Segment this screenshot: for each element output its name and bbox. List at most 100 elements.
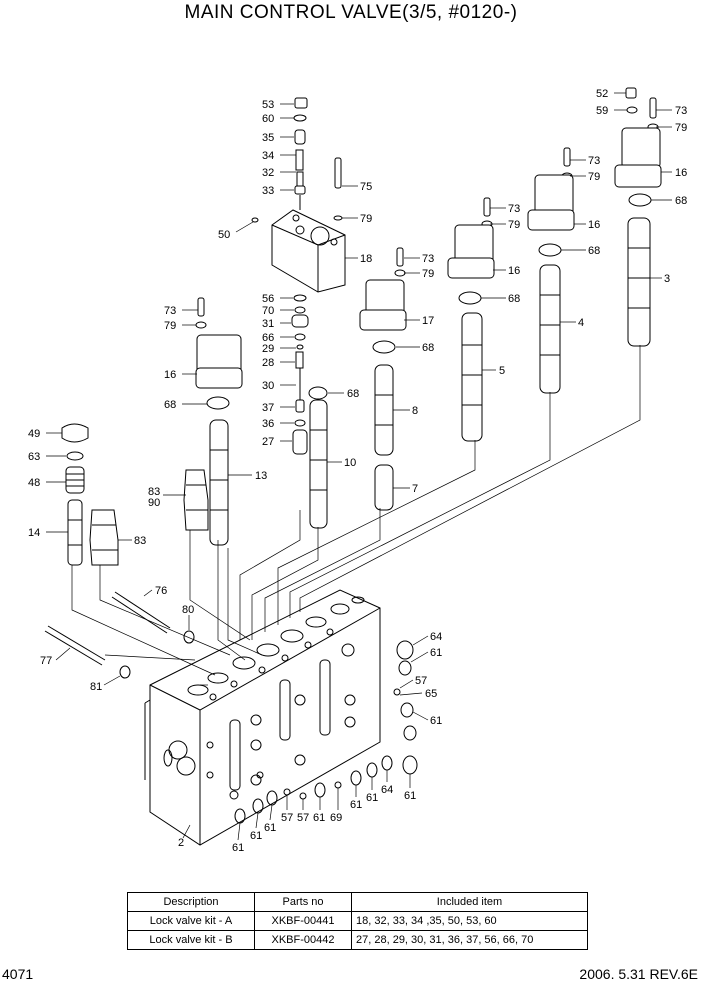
callout: 50 [218,229,230,241]
page-title: MAIN CONTROL VALVE(3/5, #0120-) [184,2,518,23]
callout: 61 [313,812,325,824]
callout: 57 [297,812,309,824]
callout: 83 [134,535,146,547]
callout: 8 [412,405,418,417]
callout: 16 [508,265,520,277]
callout: 36 [262,418,274,430]
callout: 61 [404,790,416,802]
callout: 61 [250,830,262,842]
callout: 7 [412,483,418,495]
callout: 61 [264,822,276,834]
table-row: Lock valve kit - A XKBF-00441 18, 32, 33… [127,911,588,931]
column-header: Included item [351,892,588,912]
callout: 35 [262,132,274,144]
table-cell: XKBF-00442 [254,930,352,950]
callout: 66 [262,332,274,344]
spool-4-assembly [527,147,575,394]
callout: 32 [262,167,274,179]
table-cell: Lock valve kit - A [127,911,255,931]
callout: 90 [148,497,160,509]
callout: 16 [164,369,176,381]
callout: 68 [508,293,520,305]
callout: 64 [381,784,393,796]
callout: 56 [262,293,274,305]
callout: 61 [430,715,442,727]
callout: 73 [588,155,600,167]
callout: 33 [262,185,274,197]
callout: 79 [675,122,687,134]
callout: 81 [90,681,102,693]
callout: 30 [262,380,274,392]
callout: 14 [28,527,40,539]
callout: 61 [366,792,378,804]
callout: 79 [164,320,176,332]
callout: 73 [508,203,520,215]
table-row: Lock valve kit - B XKBF-00442 27, 28, 29… [127,930,588,950]
spool-13-assembly [183,297,243,546]
spool-5-assembly [447,197,495,442]
callout: 29 [262,343,274,355]
callout: 79 [508,219,520,231]
callout: 61 [232,842,244,854]
callout: 77 [40,655,52,667]
callout: 68 [347,388,359,400]
callout: 10 [344,457,356,469]
callout-labels: 53 60 35 34 32 33 75 79 50 18 73 79 56 7… [28,88,687,854]
column-header: Description [127,892,255,912]
callout: 61 [350,799,362,811]
callout: 73 [675,105,687,117]
callout: 69 [330,812,342,824]
callout: 60 [262,113,274,125]
spool-14-assembly [61,423,119,566]
callout: 68 [422,342,434,354]
callout: 65 [425,688,437,700]
callout: 4 [578,317,584,329]
callout: 63 [28,451,40,463]
callout: 79 [422,268,434,280]
valve-body [144,589,381,846]
table-cell: Lock valve kit - B [127,930,255,950]
callout: 64 [430,631,442,643]
table-cell: 27, 28, 29, 30, 31, 36, 37, 56, 66, 70 [351,930,588,950]
callout: 80 [182,604,194,616]
callout: 68 [675,195,687,207]
callout: 16 [675,167,687,179]
callout: 68 [164,399,176,411]
callout: 70 [262,305,274,317]
table-cell: XKBF-00441 [254,911,352,931]
callout: 79 [588,171,600,183]
spool-10-assembly [251,97,346,529]
callout: 73 [422,253,434,265]
callout: 57 [281,812,293,824]
callout: 68 [588,245,600,257]
callout: 52 [596,88,608,100]
callout: 79 [360,213,372,225]
callout: 34 [262,150,274,162]
callout: 16 [588,219,600,231]
page-number: 4071 [2,966,34,982]
callout: 3 [664,273,670,285]
callout: 28 [262,357,274,369]
table-cell: 18, 32, 33, 34 ,35, 50, 53, 60 [351,911,588,931]
callout: 27 [262,436,274,448]
kit-table: Description Parts no Included item Lock … [127,892,588,950]
callout: 49 [28,428,40,440]
spool-3-assembly [614,87,662,347]
leader-lines [46,92,672,841]
callout: 75 [360,181,372,193]
callout: 2 [178,837,184,849]
bolts-and-washers [44,591,195,679]
callout: 13 [255,470,267,482]
callout: 5 [499,365,505,377]
callout: 76 [155,585,167,597]
callout: 53 [262,99,274,111]
callout: 57 [415,675,427,687]
spool-8-assembly [359,247,407,511]
callout: 48 [28,477,40,489]
callout: 31 [262,318,274,330]
callout: 59 [596,105,608,117]
column-header: Parts no [254,892,352,912]
callout: 73 [164,305,176,317]
assembly-guide-lines [71,345,641,686]
